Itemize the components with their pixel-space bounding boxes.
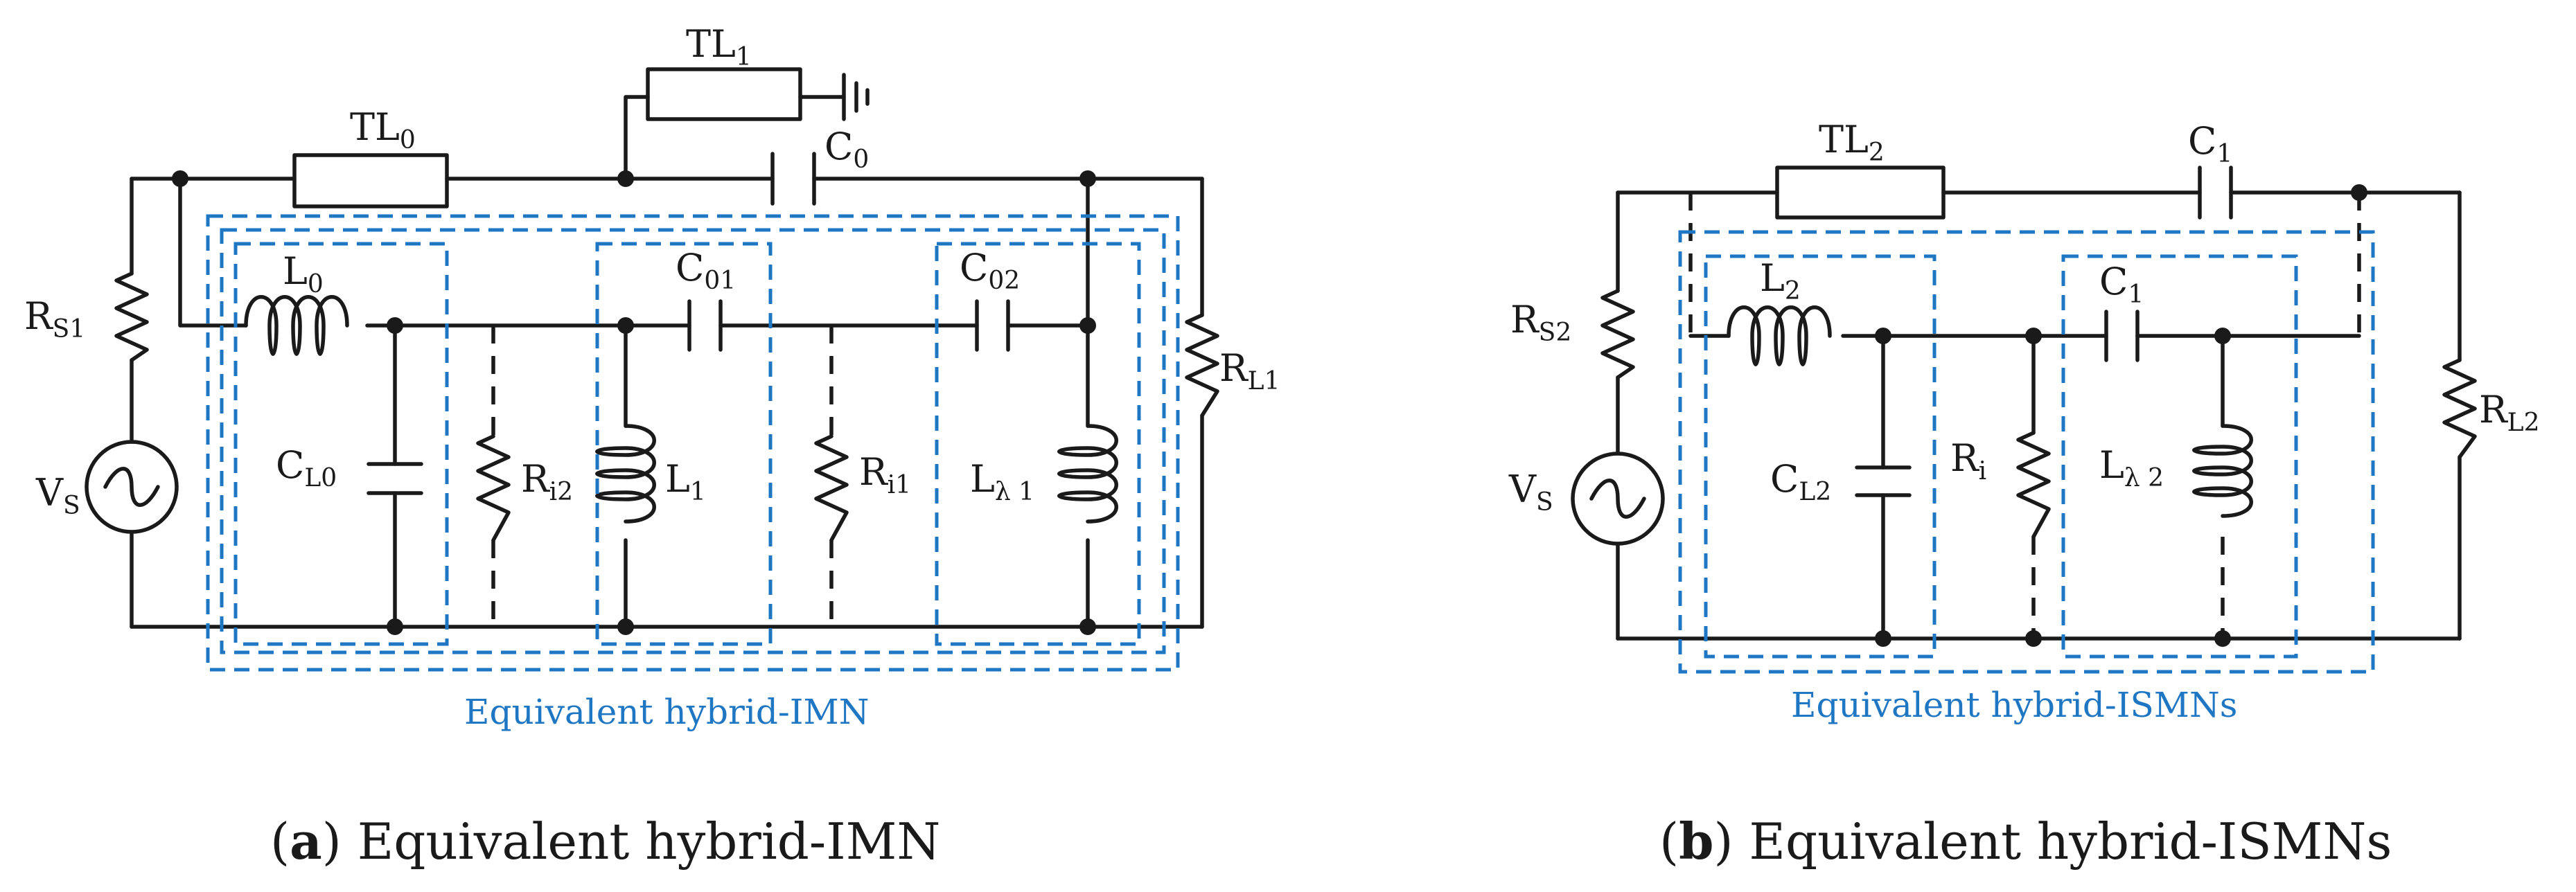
b-capacitor-cl2 [1855, 465, 1912, 497]
a-tl1-stub [624, 95, 846, 181]
a-resistor-rs1 [114, 271, 149, 362]
a-label-tl1: TL1 [686, 22, 752, 71]
b-label-ri: Ri [1950, 436, 1986, 485]
a-box-label: Equivalent hybrid-IMN [464, 692, 869, 732]
b-sub-box-1 [1704, 254, 1937, 659]
b-sub-box-2 [2061, 254, 2298, 659]
b-voltage-source [1571, 452, 1665, 546]
b-tl2-box [1775, 166, 1946, 220]
a-sub-box-2 [595, 242, 773, 646]
b-label-rs2: RS2 [1510, 298, 1571, 347]
a-label-cl0: CL0 [276, 443, 337, 492]
a-label-ri1: Ri1 [859, 450, 911, 499]
a-label-rl1: RL1 [1219, 346, 1280, 395]
a-label-vs: VS [35, 471, 80, 520]
b-inductor-llam2 [2192, 424, 2253, 518]
a-resistor-ri2 [476, 434, 511, 542]
b-label-c1-top: C1 [2188, 119, 2232, 168]
a-inductor-l0 [244, 295, 349, 356]
a-junction [1079, 317, 1096, 334]
a-junction [387, 317, 403, 334]
a-label-llam1: Lλ 1 [970, 457, 1034, 506]
a-capacitor-cl0 [367, 462, 423, 495]
a-inductor-llam1 [1057, 424, 1118, 524]
a-inductor-l1 [595, 424, 656, 524]
a-junction [1079, 170, 1096, 187]
a-label-rs1: RS1 [24, 294, 85, 344]
a-junction [617, 170, 634, 187]
b-capacitor-c1-mid [2104, 310, 2140, 362]
panel-a-circuit [85, 67, 1219, 672]
a-voltage-source [85, 440, 179, 534]
b-capacitor-c1-top [2198, 166, 2233, 220]
b-label-l2: L2 [1760, 256, 1801, 305]
a-label-c02: C02 [960, 246, 1020, 295]
a-label-c01: C01 [676, 246, 736, 295]
a-label-tl0: TL0 [350, 105, 416, 154]
a-source-wave [103, 467, 160, 507]
b-label-vs: VS [1508, 467, 1553, 517]
b-outer-box [1678, 230, 2375, 674]
a-label-l0: L0 [283, 249, 324, 298]
b-junction [2214, 630, 2231, 647]
a-junction [617, 618, 634, 635]
b-resistor-rl2 [2442, 358, 2477, 459]
b-inductor-l2 [1727, 305, 1832, 366]
b-source-wave [1589, 479, 1646, 519]
a-outer-box [206, 214, 1180, 672]
b-label-tl2: TL2 [1819, 118, 1885, 167]
b-label-c1-mid: C1 [2099, 260, 2144, 309]
b-junction [2214, 328, 2231, 344]
a-ground-icon [842, 73, 870, 121]
panel-b-circuit [1571, 166, 2477, 674]
a-sub-box-3 [935, 242, 1141, 646]
b-label-llam2: Lλ 2 [2099, 443, 2164, 492]
a-label-l1: L1 [665, 457, 706, 506]
b-resistor-ri [2016, 431, 2051, 539]
a-resistor-rl1 [1185, 313, 1219, 418]
a-label-ri2: Ri2 [521, 457, 573, 506]
b-junction [1875, 630, 1891, 647]
b-label-cl2: CL2 [1770, 457, 1831, 506]
b-junction [2351, 184, 2367, 201]
a-capacitor-c01 [687, 299, 723, 352]
caption-b: (b) Equivalent hybrid-ISMNs [1659, 812, 2392, 871]
b-resistor-rs2 [1600, 289, 1635, 380]
a-junction [172, 170, 188, 187]
b-junction [1875, 328, 1891, 344]
a-junction [617, 317, 634, 334]
a-middle-rail [178, 177, 1090, 328]
a-sub-box-1 [233, 242, 449, 646]
a-capacitor-c0 [770, 152, 816, 206]
b-box-label: Equivalent hybrid-ISMNs [1791, 685, 2237, 725]
a-capacitor-c02 [975, 299, 1010, 352]
b-junction [2025, 630, 2042, 647]
b-junction [2025, 328, 2042, 344]
a-tl0-box [292, 153, 449, 208]
a-junction [387, 618, 403, 635]
b-label-rl2: RL2 [2479, 388, 2539, 437]
a-junction [1079, 618, 1096, 635]
caption-a: (a) Equivalent hybrid-IMN [270, 812, 940, 871]
a-resistor-ri1 [814, 434, 849, 542]
a-label-c0: C0 [824, 125, 869, 174]
a-tl1-box [646, 67, 802, 121]
a-outer-box-inner [220, 228, 1166, 654]
